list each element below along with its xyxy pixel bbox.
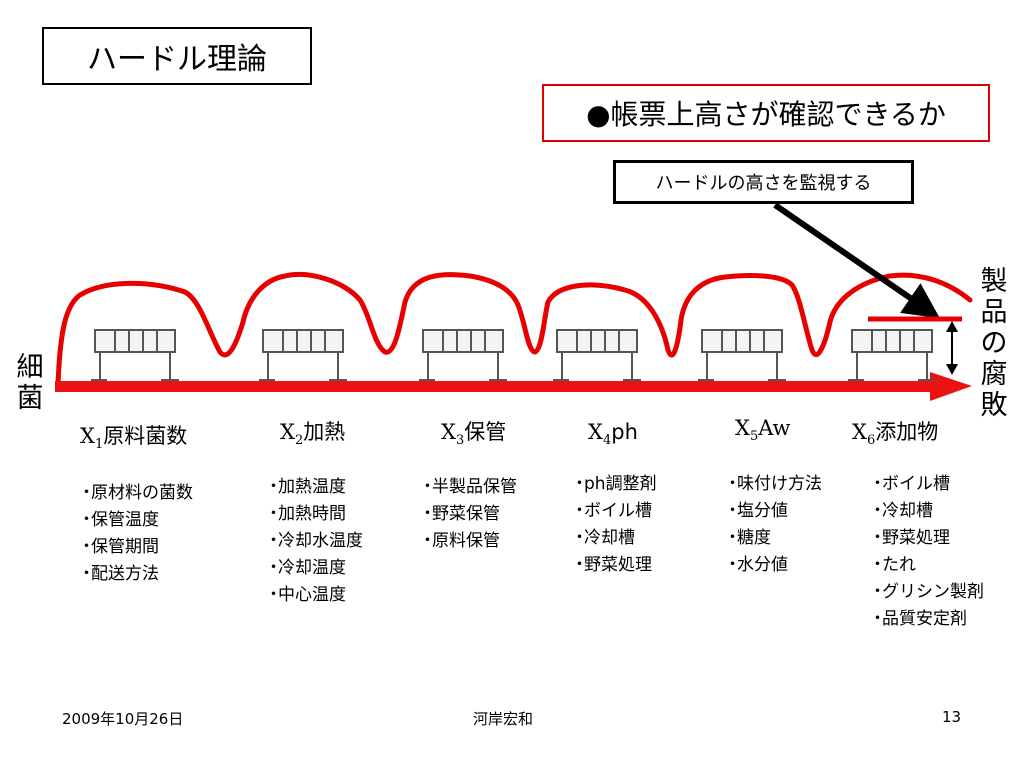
hurdle-label-2: X2加熱 xyxy=(280,420,346,449)
spoilage-label-char: 製 xyxy=(980,266,1008,297)
slide-title: ハードル理論 xyxy=(42,27,312,85)
list-item: 冷却槽 xyxy=(869,498,984,525)
spoilage-label-char: の xyxy=(980,328,1008,359)
hurdle-icon xyxy=(553,329,641,381)
list-item: 原料保管 xyxy=(419,528,517,555)
footer-author: 河岸宏和 xyxy=(473,710,534,728)
list-item: 水分値 xyxy=(724,552,822,579)
list-item: 冷却温度 xyxy=(265,555,363,582)
hurdle-icon xyxy=(419,329,507,381)
list-item: 保管温度 xyxy=(78,507,193,534)
hurdle-icon xyxy=(91,329,179,381)
list-item: 野菜処理 xyxy=(869,525,984,552)
list-item: 塩分値 xyxy=(724,498,822,525)
list-item: 配送方法 xyxy=(78,561,193,588)
list-item: 糖度 xyxy=(724,525,822,552)
monitor-note-box: ハードルの高さを監視する xyxy=(613,160,914,204)
spoilage-label-char: 品 xyxy=(980,297,1008,328)
spoilage-label-char: 敗 xyxy=(980,390,1008,421)
process-arrow xyxy=(55,372,972,401)
list-item: 味付け方法 xyxy=(724,471,822,498)
factor-list-1: 原材料の菌数 保管温度 保管期間 配送方法 xyxy=(78,480,193,588)
height-indicator xyxy=(946,321,958,375)
hurdle-icon xyxy=(698,329,786,381)
spoilage-label: 製 品 の 腐 敗 xyxy=(977,266,1011,421)
list-item: たれ xyxy=(869,552,984,579)
hurdle-icon xyxy=(259,329,347,381)
factor-list-2: 加熱温度 加熱時間 冷却水温度 冷却温度 中心温度 xyxy=(265,474,363,609)
bacteria-label: 細 菌 xyxy=(14,352,46,414)
list-item: 野菜保管 xyxy=(419,501,517,528)
list-item: 加熱温度 xyxy=(265,474,363,501)
bacteria-label-char: 細 xyxy=(16,352,44,383)
factor-list-6: ボイル槽 冷却槽 野菜処理 たれ グリシン製剤 品質安定剤 xyxy=(869,471,984,633)
page-number: 13 xyxy=(942,708,962,726)
list-item: グリシン製剤 xyxy=(869,579,984,606)
hurdle-label-1: X1原料菌数 xyxy=(80,424,188,453)
list-item: 原材料の菌数 xyxy=(78,480,193,507)
list-item: ボイル槽 xyxy=(571,498,657,525)
list-item: 冷却水温度 xyxy=(265,528,363,555)
list-item: ph調整剤 xyxy=(571,471,657,498)
list-item: 加熱時間 xyxy=(265,501,363,528)
footer-date: 2009年10月26日 xyxy=(62,710,184,728)
hurdles xyxy=(91,329,936,381)
spoilage-label-char: 腐 xyxy=(980,359,1008,390)
list-item: 中心温度 xyxy=(265,582,363,609)
factor-list-3: 半製品保管 野菜保管 原料保管 xyxy=(419,474,517,555)
bacteria-label-char: 菌 xyxy=(16,383,44,414)
hurdle-label-4: X4ph xyxy=(588,420,638,449)
list-item: 保管期間 xyxy=(78,534,193,561)
list-item: 半製品保管 xyxy=(419,474,517,501)
factor-list-4: ph調整剤 ボイル槽 冷却槽 野菜処理 xyxy=(571,471,657,579)
list-item: 冷却槽 xyxy=(571,525,657,552)
hurdle-label-5: X5Aw xyxy=(735,416,791,445)
list-item: 品質安定剤 xyxy=(869,606,984,633)
monitor-pointer-arrow xyxy=(773,202,940,319)
question-box: ●帳票上高さが確認できるか xyxy=(542,84,990,142)
hurdle-icon xyxy=(848,329,936,381)
list-item: 野菜処理 xyxy=(571,552,657,579)
list-item: ボイル槽 xyxy=(869,471,984,498)
factor-list-5: 味付け方法 塩分値 糖度 水分値 xyxy=(724,471,822,579)
hurdle-label-6: X6添加物 xyxy=(852,420,939,449)
hurdle-label-3: X3保管 xyxy=(441,420,507,449)
hurdle-height-curve xyxy=(55,271,973,388)
